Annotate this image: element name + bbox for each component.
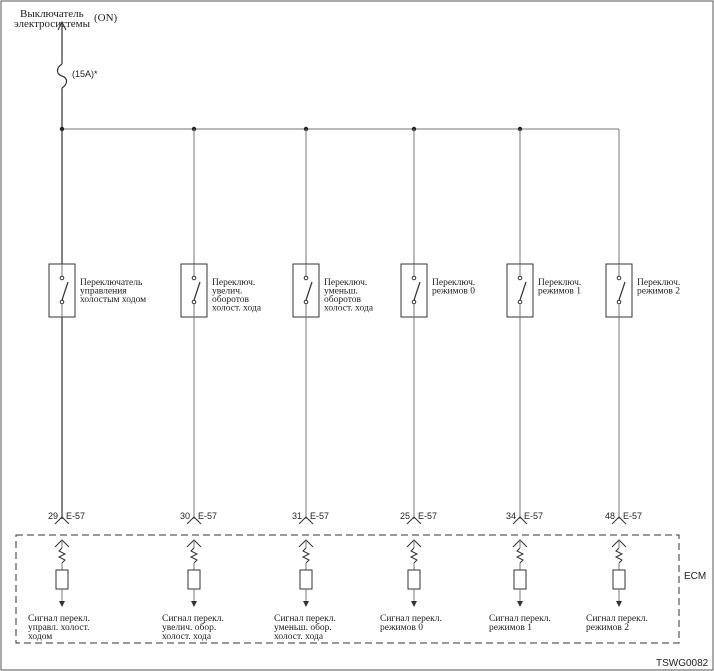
column-4-signal-label-line: Сигнал перекл. [380, 614, 442, 624]
column-2-connector-id: E-57 [198, 511, 217, 521]
column-2-switch-label-line: увелич. [212, 287, 242, 297]
column-5-ecm-arrow [517, 601, 523, 607]
ignition-label-line2: электросистемы [14, 18, 91, 30]
column-3-signal-label-line: уменьш. обор. [274, 622, 332, 633]
column-5-signal-label-line: Сигнал перекл. [489, 614, 551, 624]
column-5-switch-lever [519, 281, 527, 301]
column-4-ecm-element [407, 569, 421, 590]
column-6-switch-label-line: режимов 2 [637, 287, 680, 297]
column-1-connector-chevron [54, 516, 70, 525]
column-3-ecm-element [299, 569, 313, 590]
column-3-switch-label-line: уменьш. [324, 287, 358, 297]
column-1-switch-label-line: Переключатель [80, 278, 143, 288]
column-1-ecm-element [55, 569, 69, 590]
column-4-ecm-arrow [411, 601, 417, 607]
column-6-pin-number: 48 [605, 511, 615, 521]
figure-code: TSWG0082 [656, 658, 709, 669]
column-5-pin-number: 34 [506, 511, 516, 521]
column-3-connector-chevron [298, 516, 314, 525]
ignition-label-line1: Выключатель [20, 8, 84, 20]
column-2-ecm-element [187, 569, 201, 590]
column-3-switch-label-line: Переключ. [324, 278, 367, 288]
column-3-contact-top [303, 275, 309, 281]
column-1-switch-label-line: холостым ходом [80, 295, 146, 305]
column-2-contact-top [191, 275, 197, 281]
ecm-box [15, 534, 680, 644]
column-3-switch-lever [305, 281, 313, 301]
column-3-pin-number: 31 [292, 511, 302, 521]
column-2-ecm-arrow [191, 601, 197, 607]
column-3-signal-label-line: Сигнал перекл. [274, 614, 336, 624]
column-2-switch-lever [193, 281, 201, 301]
column-6-switch-label-line: Переключ. [637, 278, 680, 288]
column-4-pin-number: 25 [400, 511, 410, 521]
column-3-signal-label-line: холост. хода [274, 632, 324, 642]
column-1-signal-label-line: Сигнал перекл. [28, 614, 90, 624]
column-1-contact-top [59, 275, 65, 281]
ignition-switch-block: Выключатель электросистемы (ON) (15A)* [14, 8, 118, 129]
column-5-switch-label-line: Переключ. [538, 278, 581, 288]
column-2-connector-chevron [186, 516, 202, 525]
column-1-signal-label-line: ходом [28, 632, 52, 642]
column-1-pin-number: 29 [48, 511, 58, 521]
column-3-ecm-arrow [303, 601, 309, 607]
fuse-label: (15A)* [72, 69, 98, 79]
column-2-signal-label-line: Сигнал перекл. [162, 614, 224, 624]
column-2-signal-label-line: холост. хода [162, 632, 212, 642]
ecm-label: ECM [684, 571, 706, 582]
column-3-connector-id: E-57 [310, 511, 329, 521]
ignition-state: (ON) [94, 12, 118, 24]
column-6-connector-chevron [611, 516, 627, 525]
column-2-switch-label-line: Переключ. [212, 278, 255, 288]
column-6-switch-lever [618, 281, 626, 301]
column-5-connector-chevron [512, 516, 528, 525]
column-5-ecm-element [513, 569, 527, 590]
column-4-switch-lever [413, 281, 421, 301]
column-1-connector-id: E-57 [66, 511, 85, 521]
column-5-contact-top [517, 275, 523, 281]
column-4-switch-label-line: режимов 0 [432, 287, 475, 297]
column-5-contact-bottom [517, 299, 523, 305]
column-4-connector-id: E-57 [418, 511, 437, 521]
column-5-resistor [515, 547, 525, 564]
column-4-contact-bottom [411, 299, 417, 305]
column-4-signal-label-line: режимов 0 [380, 623, 423, 633]
column-6-ecm-element [612, 569, 626, 590]
column-2-signal-label-line: увелич. обор. [162, 622, 216, 633]
column-3-resistor [301, 547, 311, 564]
column-2-resistor [189, 547, 199, 564]
column-1-ecm-arrow [59, 601, 65, 607]
column-4-resistor [409, 547, 419, 564]
column-3-switch-label-line: оборотов [324, 294, 361, 305]
column-4-switch-label-line: Переключ. [432, 278, 475, 288]
column-6-ecm-arrow [616, 601, 622, 607]
column-1-switch-lever [61, 281, 69, 301]
column-6-signal-label-line: Сигнал перекл. [586, 614, 648, 624]
column-6-connector-id: E-57 [623, 511, 642, 521]
column-2-contact-bottom [191, 299, 197, 305]
column-6-resistor [614, 547, 624, 564]
column-1-signal-label-line: управл. холост. [28, 623, 89, 633]
column-5-signal-label-line: режимов 1 [489, 623, 532, 633]
column-2-switch-label-line: оборотов [212, 294, 249, 305]
column-2-pin-number: 30 [180, 511, 190, 521]
column-5-switch-label-line: режимов 1 [538, 287, 581, 297]
column-4-contact-top [411, 275, 417, 281]
column-3-switch-label-line: холост. хода [324, 304, 374, 314]
column-2-switch-label-line: холост. хода [212, 304, 262, 314]
column-1-switch-label-line: управления [80, 287, 127, 297]
column-6-contact-bottom [616, 299, 622, 305]
column-4-connector-chevron [406, 516, 422, 525]
column-5-connector-id: E-57 [524, 511, 543, 521]
column-6-contact-top [616, 275, 622, 281]
column-1-contact-bottom [59, 299, 65, 305]
column-3-contact-bottom [303, 299, 309, 305]
column-6-signal-label-line: режимов 2 [586, 623, 629, 633]
column-1-resistor [57, 547, 67, 564]
fuse-symbol [56, 63, 68, 89]
